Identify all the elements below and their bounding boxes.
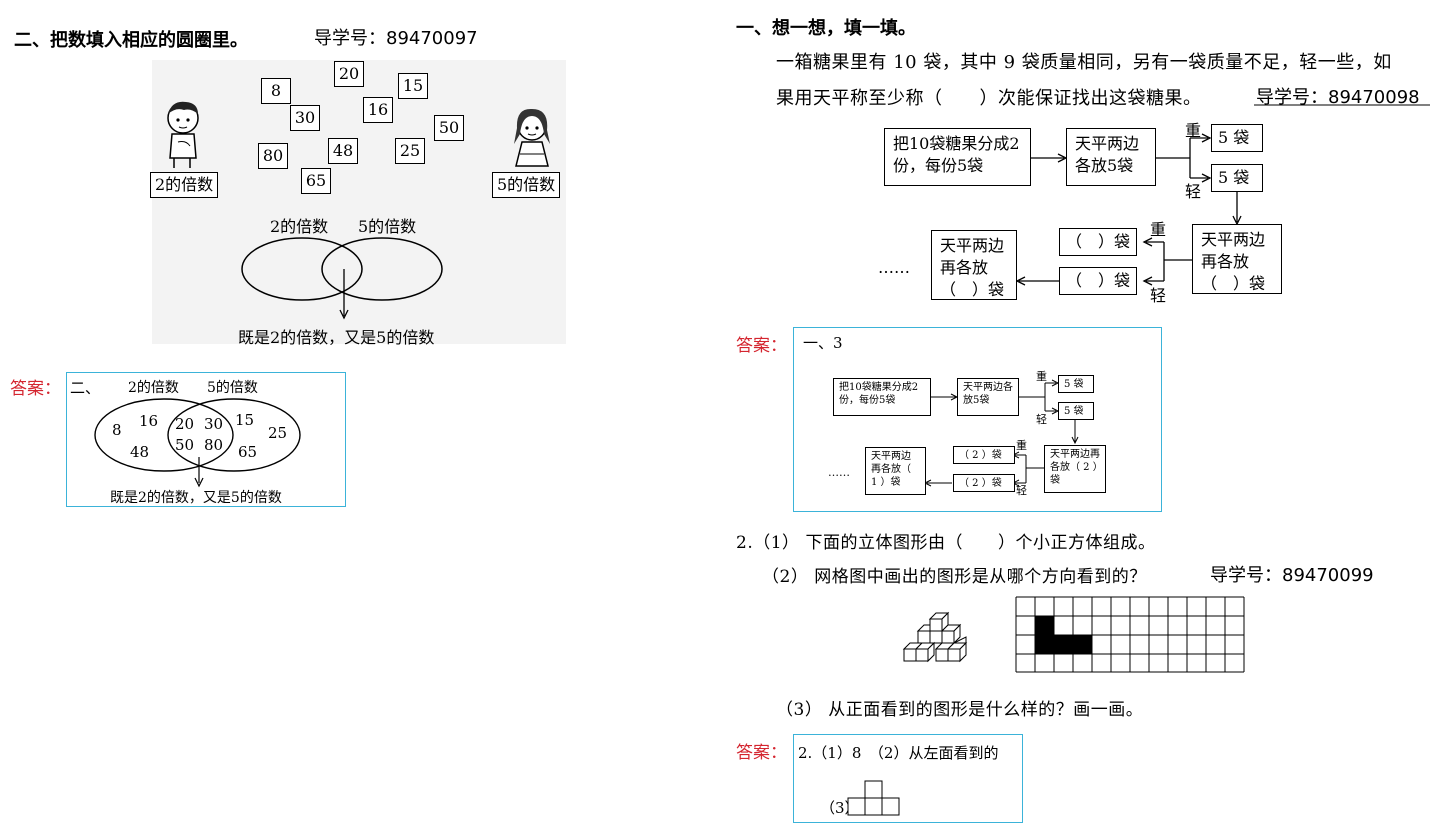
answer-number: 15 (235, 411, 255, 429)
answer-venn-right-label: 5的倍数 (207, 380, 258, 396)
answer-number: 80 (204, 436, 224, 454)
number-card: 65 (301, 168, 331, 194)
answer-flow-step-split: 把10袋糖果分成2份，每份5袋 (833, 378, 931, 416)
flow-ellipsis: …… (878, 258, 910, 277)
flow-step-split: 把10袋糖果分成2份，每份5袋 (884, 128, 1031, 186)
answer-number: 20 (175, 415, 195, 433)
answer-venn-left-label: 2的倍数 (128, 380, 179, 396)
cube-stack-figure (902, 611, 968, 663)
view-grid (1015, 596, 1245, 673)
answer-flow-bag-two-light: （ 2 ）袋 (953, 474, 1015, 492)
answer-flow-light-2: 轻 (1016, 484, 1027, 497)
section-title-right: 一、想一想，填一填。 (736, 18, 916, 39)
number-card: 48 (328, 138, 358, 164)
guide-underline (1254, 104, 1430, 106)
number-card: 25 (395, 138, 425, 164)
venn-diagram-answer (94, 398, 301, 488)
boy-illustration (167, 101, 199, 168)
number-card: 80 (258, 143, 288, 169)
flow-heavy-label-2: 重 (1150, 220, 1167, 239)
answer-flow-step-final: 天平两边再各放（ 1 ）袋 (865, 447, 926, 495)
venn-diagram-question (241, 237, 443, 320)
flowchart-connectors (1015, 133, 1242, 286)
answer-number: 25 (268, 424, 288, 442)
answer-number: 65 (238, 443, 258, 461)
illustration-panel (152, 60, 566, 344)
flow-light-label-2: 轻 (1150, 286, 1167, 305)
answer-flow-bag-heavy: 5 袋 (1058, 375, 1094, 393)
answer-prefix: 二、 (70, 379, 101, 397)
venn-bottom-label: 既是2的倍数，又是5的倍数 (238, 328, 435, 347)
answer-number: 16 (139, 412, 159, 430)
answer-flow-text: 一、3 (803, 334, 843, 352)
answer-label: 答案： (736, 743, 787, 763)
answer-bottom-label: 既是2的倍数，又是5的倍数 (110, 490, 282, 506)
answer-flow-bag-light: 5 袋 (1058, 402, 1094, 420)
problem-line-2: 果用天平称至少称（ ）次能保证找出这袋糖果。 (776, 88, 1202, 109)
flow-bag-light: 5 袋 (1211, 164, 1263, 192)
answer-flow-step-weigh: 天平两边各放5袋 (957, 378, 1019, 416)
answer-flow-step-weigh-again: 天平两边再各放（ 2 ）袋 (1044, 445, 1106, 493)
guide-number-q2: 导学号：89470099 (1210, 565, 1374, 586)
number-card: 30 (290, 105, 320, 131)
flow-bag-heavy: 5 袋 (1211, 124, 1263, 152)
answer-label: 答案： (10, 379, 61, 399)
q2-part2: （2） 网格图中画出的图形是从哪个方向看到的？ (762, 567, 1147, 587)
answer-q2-line1: 2.（1）8 （2）从左面看到的 (798, 744, 999, 762)
flow-light-label: 轻 (1185, 182, 1202, 201)
flow-heavy-label: 重 (1185, 121, 1202, 140)
answer-number: 30 (204, 415, 224, 433)
boy-label: 2的倍数 (150, 172, 219, 198)
answer-number: 48 (130, 443, 150, 461)
number-card: 50 (434, 115, 464, 141)
section-title-left: 二、把数填入相应的圆圈里。 (14, 30, 248, 51)
number-card: 8 (261, 78, 291, 104)
q2-part3: （3） 从正面看到的图形是什么样的？画一画。 (776, 700, 1144, 720)
answer-front-view-figure (847, 780, 900, 816)
number-card: 20 (334, 61, 364, 87)
girl-illustration (514, 108, 550, 167)
flow-step-weigh-again: 天平两边再各放（ ）袋 (1192, 224, 1282, 294)
guide-number-left: 导学号：89470097 (314, 28, 478, 49)
venn-left-label: 2的倍数 (270, 217, 329, 236)
problem-line-1: 一箱糖果里有 10 袋，其中 9 袋质量相同，另有一袋质量不足，轻一些，如 (776, 52, 1392, 73)
answer-number: 8 (112, 421, 122, 439)
flow-step-final: 天平两边再各放（ ）袋 (931, 230, 1017, 300)
number-card: 15 (398, 73, 428, 99)
flow-blank-bag-light: （ ）袋 (1059, 267, 1137, 295)
answer-flow-heavy-2: 重 (1016, 439, 1027, 452)
answer-flowchart-connectors (923, 379, 1079, 487)
venn-right-label: 5的倍数 (358, 217, 417, 236)
flow-blank-bag-heavy: （ ）袋 (1059, 228, 1137, 256)
answer-label: 答案： (736, 336, 787, 356)
q2-part1: 2.（1） 下面的立体图形由（ ）个小正方体组成。 (736, 533, 1156, 553)
number-card: 16 (363, 97, 393, 123)
answer-flow-heavy: 重 (1036, 370, 1047, 383)
answer-flow-bag-two-heavy: （ 2 ）袋 (953, 446, 1015, 464)
girl-label: 5的倍数 (492, 172, 561, 198)
answer-number: 50 (175, 436, 195, 454)
guide-number-right: 导学号：89470098 (1256, 87, 1420, 108)
flow-step-weigh: 天平两边各放5袋 (1066, 128, 1156, 186)
answer-flow-ellipsis: …… (828, 466, 850, 479)
answer-flow-light: 轻 (1036, 413, 1047, 426)
